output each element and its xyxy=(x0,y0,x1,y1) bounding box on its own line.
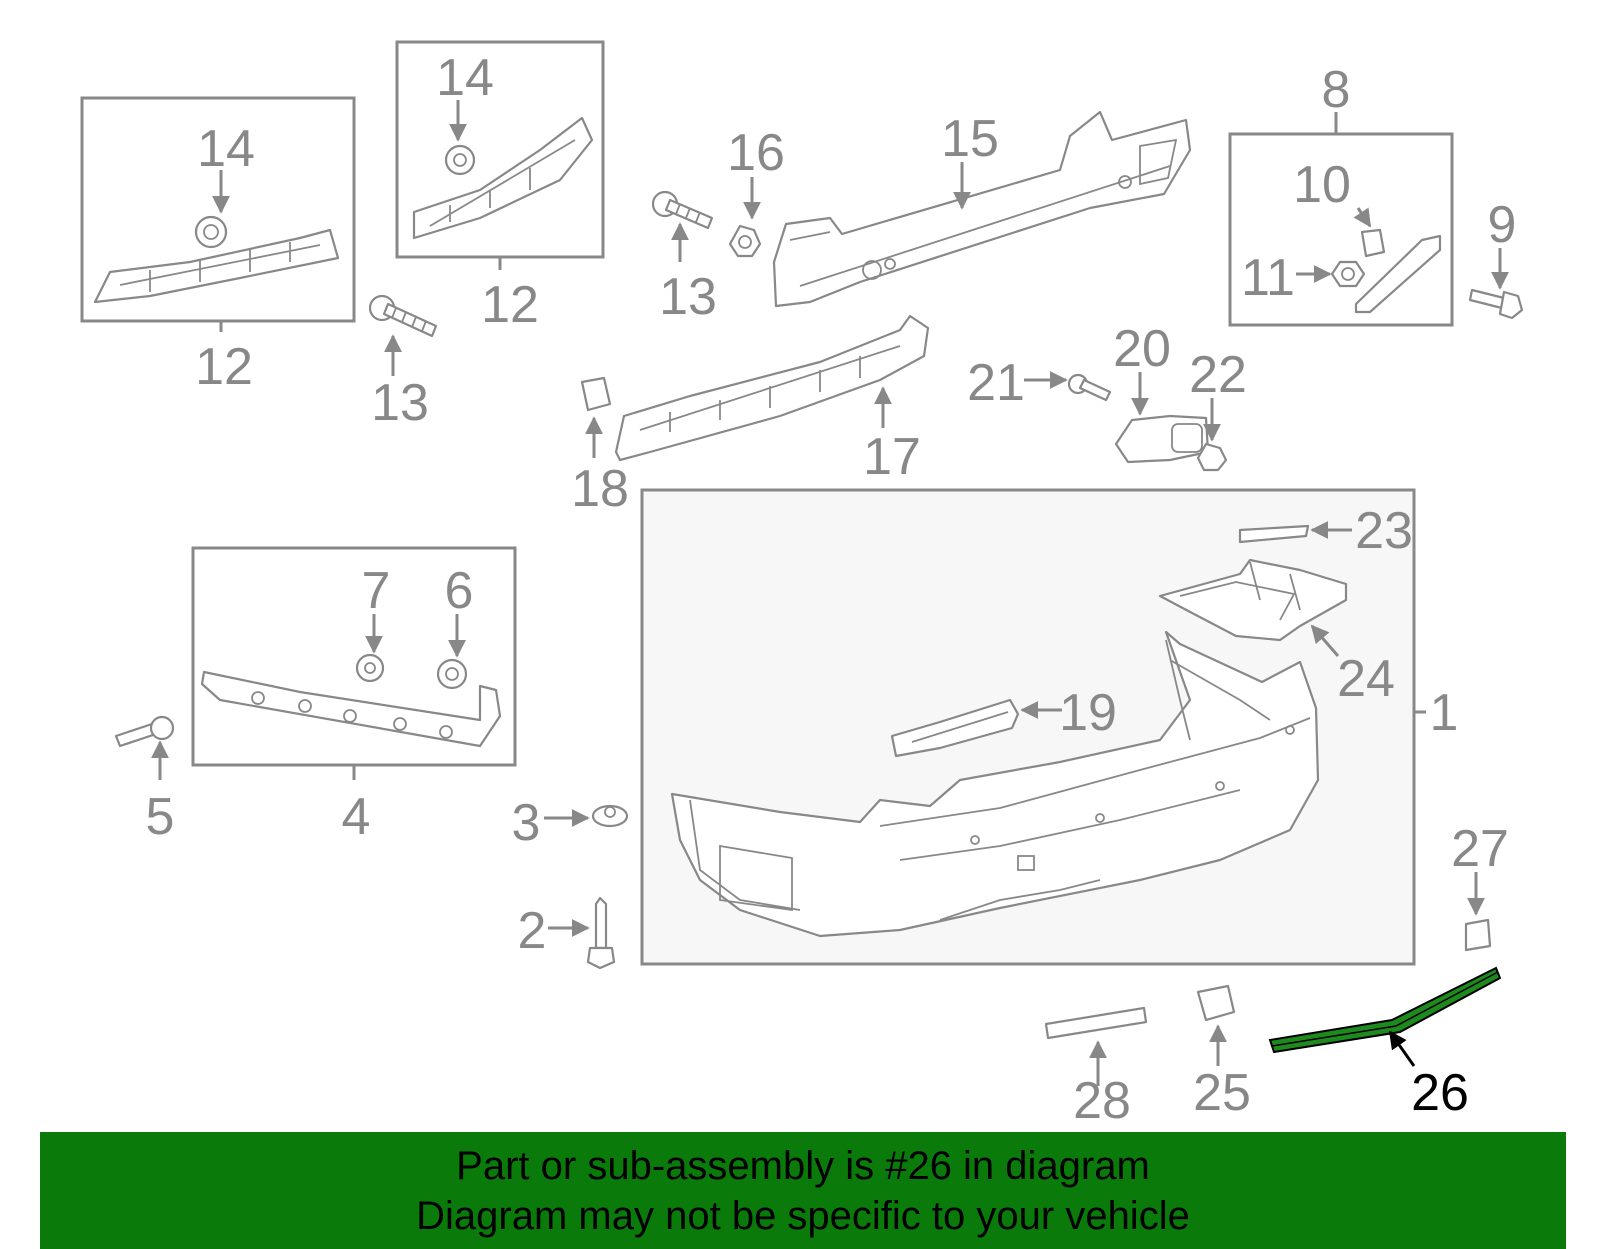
bolt-5-icon[interactable] xyxy=(114,715,175,748)
nut-14a-icon[interactable] xyxy=(194,215,228,249)
callout-2[interactable]: 2 xyxy=(518,902,547,960)
callout-25[interactable]: 25 xyxy=(1193,1064,1251,1122)
strip-23-part[interactable] xyxy=(1238,524,1310,544)
sensor-20-part[interactable] xyxy=(1114,414,1210,464)
callout-10[interactable]: 10 xyxy=(1293,156,1351,214)
callout-17[interactable]: 17 xyxy=(863,428,921,486)
callout-14-upper[interactable]: 14 xyxy=(436,49,494,107)
callout-27[interactable]: 27 xyxy=(1451,820,1509,878)
callout-21[interactable]: 21 xyxy=(967,354,1025,412)
callout-15[interactable]: 15 xyxy=(941,110,999,168)
callout-5[interactable]: 5 xyxy=(146,788,175,846)
group-box xyxy=(1228,132,1454,327)
nut-11-icon[interactable] xyxy=(1330,260,1366,288)
nut-3-icon[interactable] xyxy=(591,804,629,828)
info-banner: Part or sub-assembly is #26 in diagram D… xyxy=(40,1132,1566,1249)
callout-7[interactable]: 7 xyxy=(362,562,391,620)
group-box xyxy=(80,96,356,323)
callout-24[interactable]: 24 xyxy=(1337,650,1395,708)
bolt-9-icon[interactable] xyxy=(1468,288,1524,320)
callout-13-left[interactable]: 13 xyxy=(371,374,429,432)
callout-8[interactable]: 8 xyxy=(1322,61,1351,119)
banner-line-1: Part or sub-assembly is #26 in diagram xyxy=(456,1143,1150,1188)
clip-18-icon[interactable] xyxy=(580,376,612,412)
reinforcement-19-part[interactable] xyxy=(890,698,1020,758)
nut-16-icon[interactable] xyxy=(728,224,762,258)
impact-bar-15-part[interactable] xyxy=(772,110,1192,308)
callout-26[interactable]: 26 xyxy=(1411,1064,1469,1122)
nut-6-icon[interactable] xyxy=(436,658,468,690)
bolt-2-icon[interactable] xyxy=(586,896,616,970)
banner-line-2: Diagram may not be specific to your vehi… xyxy=(416,1193,1190,1238)
nut-7-icon[interactable] xyxy=(355,653,385,683)
bumper-cover-1-part[interactable] xyxy=(670,630,1320,938)
bracket-assembly-left-group: 14 12 xyxy=(80,96,356,396)
callout-22[interactable]: 22 xyxy=(1189,346,1247,404)
bolt-13b-icon[interactable] xyxy=(651,190,714,230)
callout-6[interactable]: 6 xyxy=(445,562,474,620)
callout-19[interactable]: 19 xyxy=(1059,684,1117,742)
bumper-cover-assembly-group: 1 19 23 24 xyxy=(640,488,1459,966)
callout-20[interactable]: 20 xyxy=(1113,320,1171,378)
callout-3[interactable]: 3 xyxy=(512,794,541,852)
clip-10-icon[interactable] xyxy=(1360,228,1386,258)
trim-strip-8-part[interactable] xyxy=(1354,234,1442,314)
bracket-4-part[interactable] xyxy=(200,670,502,748)
molding-26-highlighted-part[interactable] xyxy=(1268,966,1502,1054)
bolt-13a-icon[interactable] xyxy=(368,294,438,338)
bracket-left-part[interactable] xyxy=(93,228,340,304)
callout-14-left[interactable]: 14 xyxy=(197,120,255,178)
pad-25-icon[interactable] xyxy=(1196,984,1236,1022)
callout-13-center[interactable]: 13 xyxy=(659,268,717,326)
bracket-assembly-upper-group: 14 12 xyxy=(395,40,605,334)
callout-4[interactable]: 4 xyxy=(342,788,371,846)
callout-18[interactable]: 18 xyxy=(571,460,629,518)
callout-11[interactable]: 11 xyxy=(1241,249,1295,307)
nut-22-icon[interactable] xyxy=(1196,442,1228,472)
bracket-assembly-4-group: 7 6 4 xyxy=(191,546,517,846)
callout-23[interactable]: 23 xyxy=(1355,502,1413,560)
callout-28[interactable]: 28 xyxy=(1073,1072,1131,1130)
screw-21-icon[interactable] xyxy=(1067,373,1112,402)
callout-12-left[interactable]: 12 xyxy=(195,338,253,396)
callout-9[interactable]: 9 xyxy=(1488,196,1517,254)
clip-27-icon[interactable] xyxy=(1464,918,1492,952)
strip-28-part[interactable] xyxy=(1044,1006,1148,1040)
nut-14b-icon[interactable] xyxy=(444,144,476,176)
bracket-upper-part[interactable] xyxy=(412,116,594,240)
bracket-assembly-8-group: 8 10 11 xyxy=(1228,61,1454,327)
callout-12-upper[interactable]: 12 xyxy=(481,276,539,334)
absorber-17-part[interactable] xyxy=(614,314,930,462)
callout-1[interactable]: 1 xyxy=(1430,684,1459,742)
bracket-24-part[interactable] xyxy=(1158,558,1348,642)
callout-16[interactable]: 16 xyxy=(727,124,785,182)
